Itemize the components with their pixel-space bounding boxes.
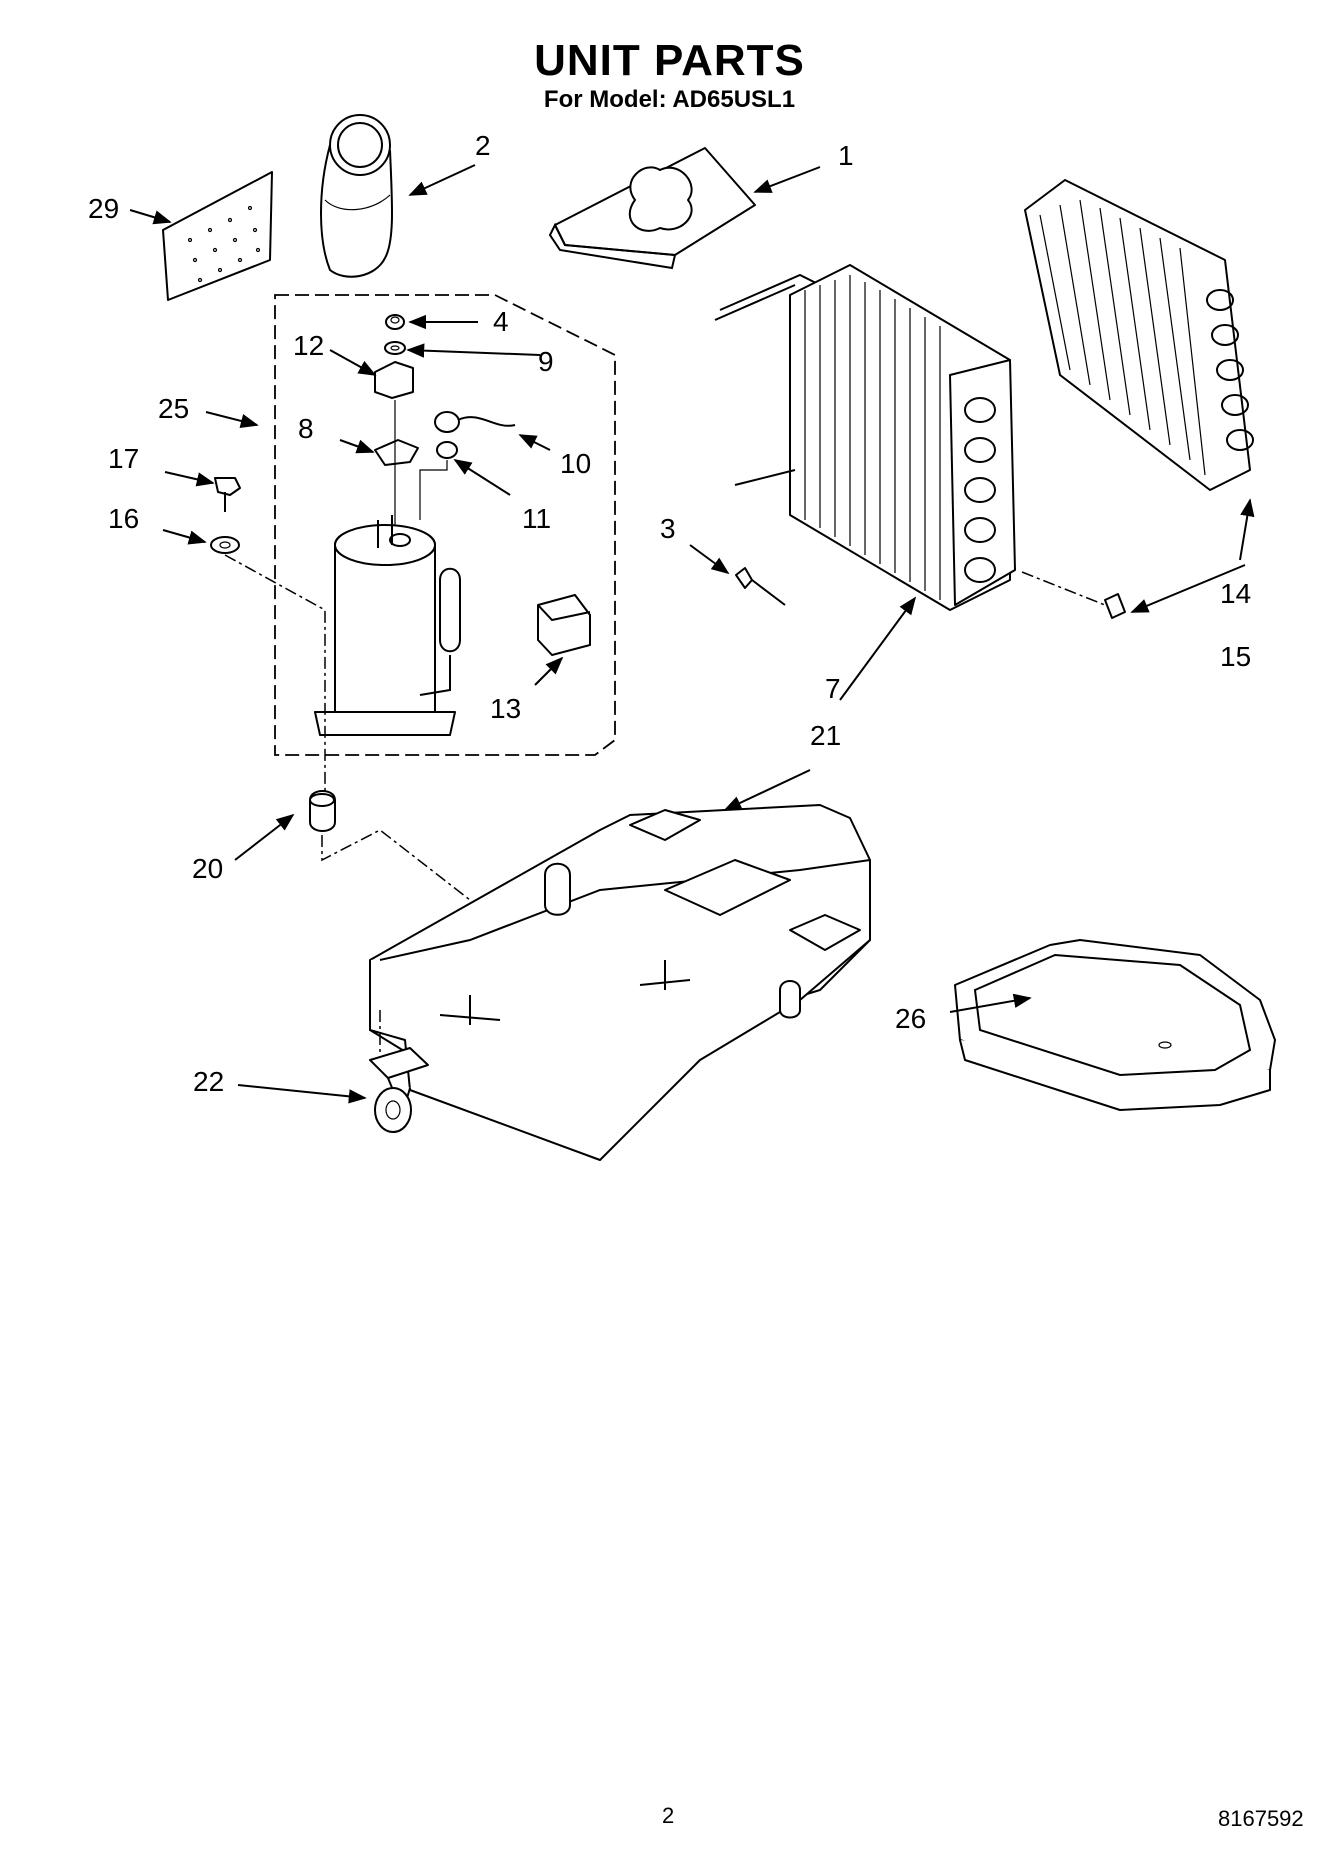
part-21-base-pan: [369, 804, 871, 1161]
callout-16: 16: [108, 503, 140, 534]
part-7-condenser-coil: [714, 264, 1016, 611]
part-29-filter-panel: [162, 171, 273, 301]
callout-13: 13: [490, 693, 522, 724]
page-title: UNIT PARTS: [534, 36, 805, 85]
part-1-top-panel: [548, 147, 756, 270]
callout-15: 15: [1220, 641, 1252, 672]
callout-14: 14: [1220, 578, 1252, 609]
callout-2: 2: [475, 130, 491, 161]
part-22-caster: [369, 1010, 429, 1133]
model-subtitle: For Model: AD65USL1: [543, 86, 796, 113]
part-10-overload-wire: [434, 411, 516, 433]
callout-20: 20: [192, 853, 224, 884]
callout-7: 7: [825, 673, 841, 704]
callout-12: 12: [293, 330, 325, 361]
part-9-washer: [384, 341, 406, 355]
part-13-terminal-box: [537, 594, 591, 656]
part-14-evaporator-coil: [1024, 179, 1254, 491]
callout-1: 1: [838, 140, 854, 171]
part-15-screw: [1021, 571, 1126, 619]
compressor: [314, 515, 461, 736]
part-25-compressor-group-boundary: [274, 294, 616, 756]
callout-9: 9: [538, 346, 554, 377]
callout-25: 25: [158, 393, 190, 424]
callout-11: 11: [522, 503, 552, 534]
part-2-exhaust-hose: [320, 114, 394, 278]
part-3-screw: [735, 567, 786, 606]
callout-3: 3: [660, 513, 676, 544]
part-17-screw: [214, 477, 241, 512]
part-4-nut: [385, 314, 405, 330]
document-number: 8167592: [1218, 1806, 1304, 1831]
part-16-washer: [210, 536, 240, 554]
callout-8: 8: [298, 413, 314, 444]
callout-26: 26: [895, 1003, 927, 1034]
part-20-grommet: [309, 790, 336, 832]
part-12-clip: [374, 361, 414, 399]
callout-29: 29: [88, 193, 120, 224]
callout-17: 17: [108, 443, 140, 474]
page-number: 2: [662, 1803, 675, 1828]
callout-4: 4: [493, 306, 509, 337]
callout-10: 10: [560, 448, 592, 479]
part-11-grommet: [436, 441, 458, 459]
callout-21: 21: [810, 720, 842, 751]
leader-arrows: [129, 164, 1255, 1104]
part-26-drain-tray: [954, 939, 1276, 1111]
callout-22: 22: [193, 1066, 225, 1097]
part-8-bracket: [374, 439, 419, 466]
